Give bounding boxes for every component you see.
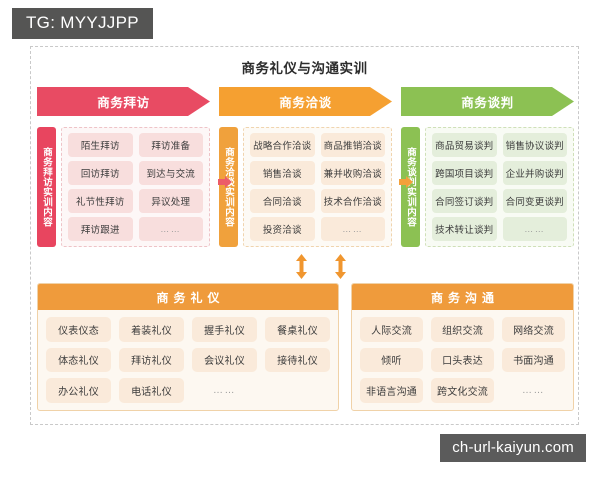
stage-item: 礼节性拜访 xyxy=(68,189,133,213)
panel-item: 跨文化交流 xyxy=(431,378,494,403)
stage-sidebar-bargaining: 商务谈判实训内容 xyxy=(401,127,420,247)
stage-item: 合同签订谈判 xyxy=(432,189,497,213)
panel-item: 书面沟通 xyxy=(502,347,565,373)
watermark-badge: ch-url-kaiyun.com xyxy=(440,434,586,462)
stage-item: 投资洽谈 xyxy=(250,217,315,241)
stage-item: 商品贸易谈判 xyxy=(432,133,497,157)
stage-item: 拜访准备 xyxy=(138,133,203,157)
stage-item: 兼并收购洽谈 xyxy=(320,161,385,185)
stage-item: 到达与交流 xyxy=(138,161,203,185)
panel-item: 餐桌礼仪 xyxy=(265,317,330,342)
stage-column-bargaining: 商务谈判实训内容 商品贸易谈判 销售协议谈判 跨国项目谈判 企业并购谈判 合同签… xyxy=(401,127,574,247)
flow-arrow-right-icon xyxy=(218,175,232,189)
stage-item: 商品推销洽谈 xyxy=(320,133,385,157)
flow-arrow-right-icon xyxy=(399,175,413,189)
stage-item: 技术合作洽谈 xyxy=(320,189,385,213)
stage-banner-visit: 商务拜访 xyxy=(37,87,210,116)
stage-sidebar-label: 商务谈判实训内容 xyxy=(405,147,416,227)
panel-etiquette: 商务礼仪 仪表仪态 着装礼仪 握手礼仪 餐桌礼仪 体态礼仪 拜访礼仪 会议礼仪 … xyxy=(37,283,339,411)
panel-item: 办公礼仪 xyxy=(46,378,111,403)
stage-item: 回访拜访 xyxy=(68,161,133,185)
panel-title-communication: 商务沟通 xyxy=(352,284,573,310)
stage-item-more: …… xyxy=(502,217,567,241)
stage-item-more: …… xyxy=(320,217,385,241)
stage-item: 销售协议谈判 xyxy=(502,133,567,157)
flow-arrow-updown-icon xyxy=(295,254,308,279)
tg-badge: TG: MYYJJPP xyxy=(12,8,153,39)
stage-item: 企业并购谈判 xyxy=(502,161,567,185)
stage-item: 拜访跟进 xyxy=(68,217,133,241)
stage-sidebar-label: 商务洽谈实训内容 xyxy=(223,147,234,227)
stage-banner-bargaining: 商务谈判 xyxy=(401,87,574,116)
panel-item: 倾听 xyxy=(360,347,423,373)
stage-column-visit: 商务拜访实训内容 陌生拜访 拜访准备 回访拜访 到达与交流 礼节性拜访 异议处理… xyxy=(37,127,210,247)
panel-title-etiquette: 商务礼仪 xyxy=(38,284,338,310)
stage-items-negotiation: 战略合作洽谈 商品推销洽谈 销售洽谈 兼并收购洽谈 合同洽谈 技术合作洽谈 投资… xyxy=(243,127,392,247)
panel-item: 拜访礼仪 xyxy=(119,347,184,373)
stage-item: 陌生拜访 xyxy=(68,133,133,157)
panel-item: 仪表仪态 xyxy=(46,317,111,342)
stage-items-bargaining: 商品贸易谈判 销售协议谈判 跨国项目谈判 企业并购谈判 合同签订谈判 合同变更谈… xyxy=(425,127,574,247)
panel-item: 着装礼仪 xyxy=(119,317,184,342)
stage-items-visit: 陌生拜访 拜访准备 回访拜访 到达与交流 礼节性拜访 异议处理 拜访跟进 …… xyxy=(61,127,210,247)
stage-banner-negotiation: 商务洽谈 xyxy=(219,87,392,116)
panel-items-etiquette: 仪表仪态 着装礼仪 握手礼仪 餐桌礼仪 体态礼仪 拜访礼仪 会议礼仪 接待礼仪 … xyxy=(38,310,338,410)
stage-sidebar-negotiation: 商务洽谈实训内容 xyxy=(219,127,238,247)
panel-item: 接待礼仪 xyxy=(265,347,330,373)
stage-column-row: 商务拜访实训内容 陌生拜访 拜访准备 回访拜访 到达与交流 礼节性拜访 异议处理… xyxy=(37,127,574,247)
stage-banner-row: 商务拜访 商务洽谈 商务谈判 xyxy=(37,87,574,116)
panel-item: 会议礼仪 xyxy=(192,347,257,373)
stage-item: 战略合作洽谈 xyxy=(250,133,315,157)
stage-item: 跨国项目谈判 xyxy=(432,161,497,185)
stage-sidebar-visit: 商务拜访实训内容 xyxy=(37,127,56,247)
panel-item: 非语言沟通 xyxy=(360,378,423,403)
panel-item: 电话礼仪 xyxy=(119,378,184,403)
panel-items-communication: 人际交流 组织交流 网络交流 倾听 口头表达 书面沟通 非语言沟通 跨文化交流 … xyxy=(352,310,573,410)
flow-arrow-updown-icon xyxy=(334,254,347,279)
panel-item-empty xyxy=(265,378,330,403)
stage-sidebar-label: 商务拜访实训内容 xyxy=(41,147,52,227)
stage-item-more: …… xyxy=(138,217,203,241)
panel-item: 组织交流 xyxy=(431,317,494,342)
panel-item: 握手礼仪 xyxy=(192,317,257,342)
stage-item: 销售洽谈 xyxy=(250,161,315,185)
stage-item: 合同洽谈 xyxy=(250,189,315,213)
stage-item: 合同变更谈判 xyxy=(502,189,567,213)
stage-item: 技术转让谈判 xyxy=(432,217,497,241)
diagram-frame: 商务礼仪与沟通实训 商务拜访 商务洽谈 商务谈判 商务拜访实训内容 陌生拜访 拜… xyxy=(30,46,579,425)
panel-item: 人际交流 xyxy=(360,317,423,342)
panel-item: 体态礼仪 xyxy=(46,347,111,373)
panel-item-more: …… xyxy=(522,385,545,397)
stage-column-negotiation: 商务洽谈实训内容 战略合作洽谈 商品推销洽谈 销售洽谈 兼并收购洽谈 合同洽谈 … xyxy=(219,127,392,247)
bottom-panel-row: 商务礼仪 仪表仪态 着装礼仪 握手礼仪 餐桌礼仪 体态礼仪 拜访礼仪 会议礼仪 … xyxy=(37,283,574,411)
panel-item: 口头表达 xyxy=(431,347,494,373)
panel-item-more: …… xyxy=(213,385,236,397)
stage-item: 异议处理 xyxy=(138,189,203,213)
page-title: 商务礼仪与沟通实训 xyxy=(241,61,368,76)
panel-communication: 商务沟通 人际交流 组织交流 网络交流 倾听 口头表达 书面沟通 非语言沟通 跨… xyxy=(351,283,574,411)
panel-item: 网络交流 xyxy=(502,317,565,342)
